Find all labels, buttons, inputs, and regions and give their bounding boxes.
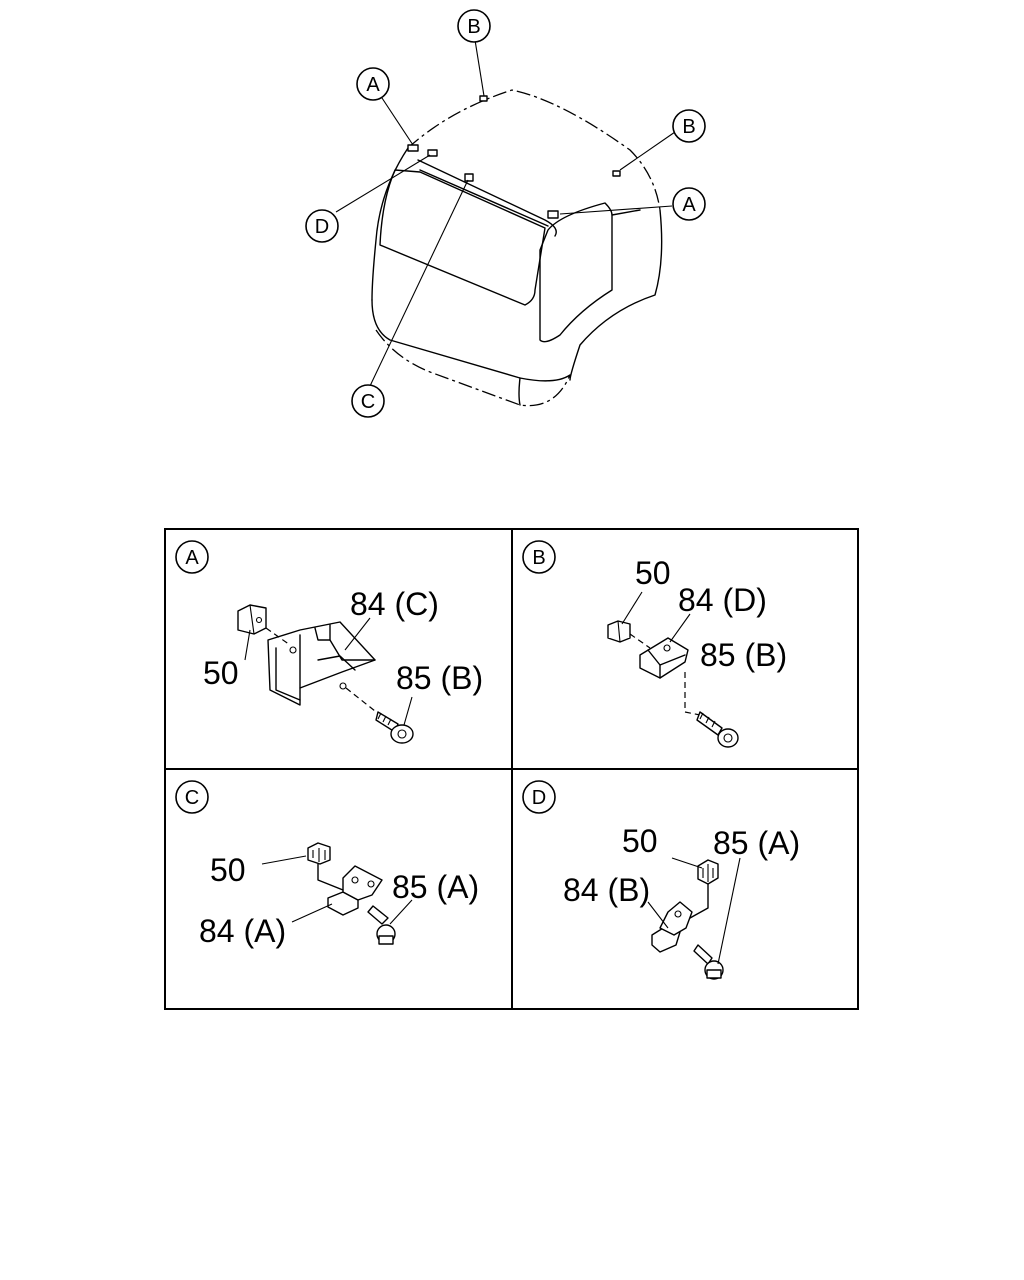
svg-text:B: B	[467, 16, 480, 38]
callout-a-left: A	[356, 67, 390, 101]
screw-head-85b-b	[717, 728, 739, 748]
callout-d: D	[305, 209, 339, 243]
detail-panel-a: A 84 (C) 50 85 (B)	[175, 540, 483, 744]
mount-point-a1	[407, 144, 419, 152]
callout-c: C	[351, 384, 385, 418]
mount-point-b2	[612, 170, 621, 177]
label-50-d: 50	[622, 823, 658, 859]
svg-text:A: A	[682, 194, 696, 216]
detail-panel-c: C 50 85 (A) 84 (A)	[175, 780, 479, 949]
svg-text:D: D	[315, 216, 329, 238]
label-84c: 84 (C)	[350, 586, 439, 622]
detail-grid	[164, 528, 859, 1010]
callout-b-top: B	[457, 9, 491, 43]
svg-text:C: C	[361, 391, 375, 413]
screw-85a-c	[367, 905, 389, 925]
mount-point-a2	[547, 210, 559, 219]
svg-text:A: A	[366, 74, 380, 96]
bracket-84b	[659, 901, 693, 936]
label-84d: 84 (D)	[678, 582, 767, 618]
label-84b: 84 (B)	[563, 872, 650, 908]
label-50-c: 50	[210, 852, 246, 888]
panel-a-letter: A	[185, 547, 199, 569]
screw-85b-b	[696, 711, 723, 736]
screw-head-85b-a	[390, 724, 414, 744]
bracket-84c	[267, 621, 376, 706]
label-50-b: 50	[635, 555, 671, 591]
mount-point-c	[464, 173, 474, 182]
label-50-a: 50	[203, 655, 239, 691]
callout-b-right: B	[672, 109, 706, 143]
label-85a-c: 85 (A)	[392, 869, 479, 905]
label-85b-b: 85 (B)	[700, 637, 787, 673]
bracket-84a	[342, 865, 383, 901]
mount-point-b1	[479, 95, 488, 102]
panel-b-letter: B	[532, 547, 545, 569]
panel-c-letter: C	[185, 787, 199, 809]
svg-text:B: B	[682, 116, 695, 138]
detail-panel-b: B 50 84 (D) 85 (B)	[522, 540, 787, 748]
label-84a: 84 (A)	[199, 913, 286, 949]
label-85b-a: 85 (B)	[396, 660, 483, 696]
detail-panel-d: D 50 85 (A) 84 (B)	[522, 780, 800, 980]
bracket-84d	[639, 637, 689, 679]
panel-d-letter: D	[532, 787, 546, 809]
callout-a-right: A	[672, 187, 706, 221]
screw-85a-d	[693, 944, 713, 965]
vehicle-rear-overview: B A B A D C	[305, 9, 706, 418]
mount-point-d	[427, 149, 438, 157]
label-85a-d: 85 (A)	[713, 825, 800, 861]
